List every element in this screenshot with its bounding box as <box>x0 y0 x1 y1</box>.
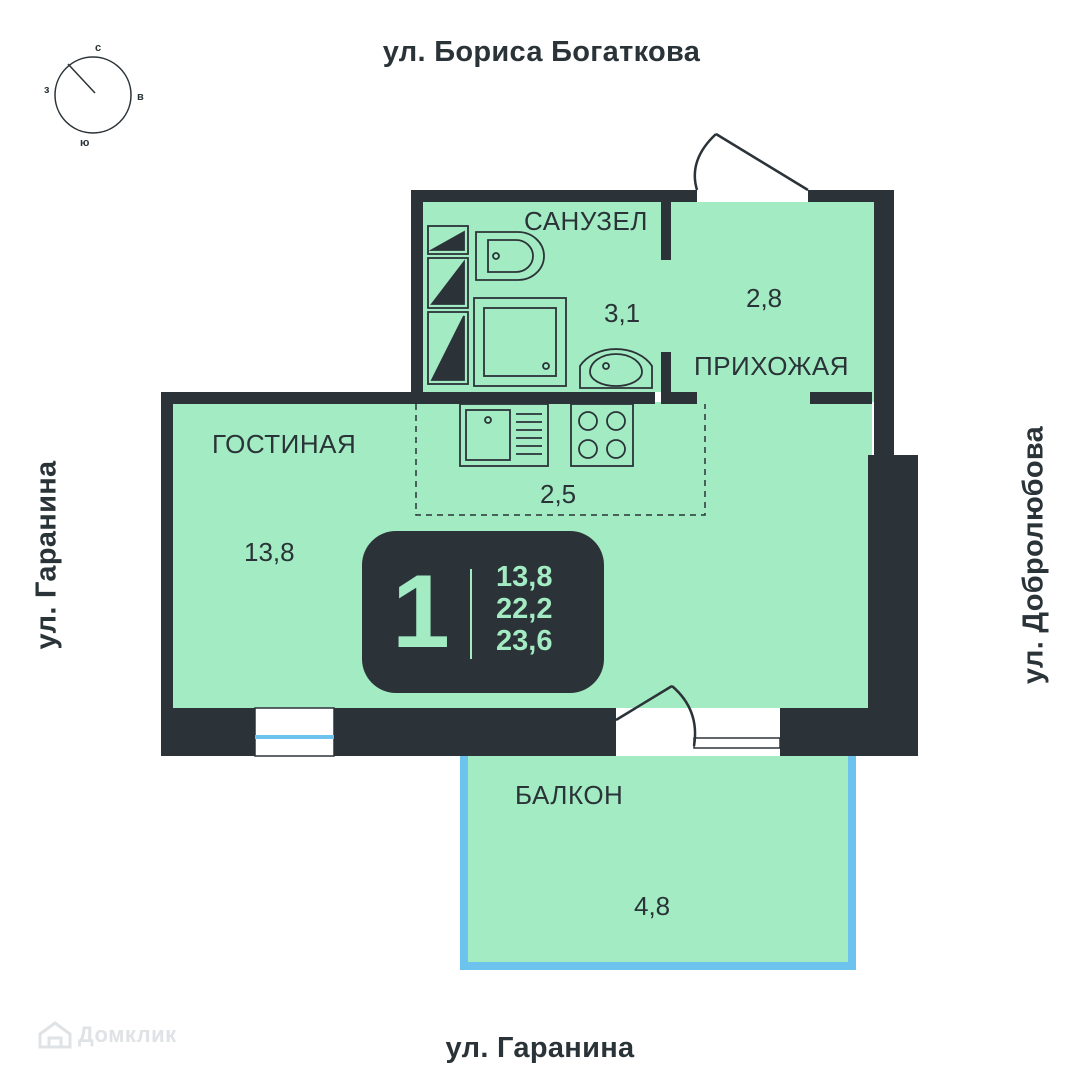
stove-icon <box>570 403 634 467</box>
shower-icon <box>473 297 567 387</box>
kitchen-sink-icon <box>459 403 549 467</box>
street-top: ул. Бориса Богаткова <box>382 36 701 68</box>
balcony-door-icon <box>615 684 697 747</box>
room-area-living: 13,8 <box>244 537 295 567</box>
room-area-hallway: 2,8 <box>746 283 783 313</box>
compass-east: в <box>137 91 144 103</box>
window <box>254 707 335 757</box>
washbasin-icon <box>579 348 653 389</box>
balcony-rail <box>460 756 856 970</box>
compass-west: з <box>44 84 50 96</box>
bathroom-shelves-icon <box>427 225 469 385</box>
room-area-balcony: 4,8 <box>634 891 671 921</box>
street-left: ул. Гаранина <box>30 460 63 650</box>
badge-room-count: 1 <box>392 554 450 670</box>
room-label-living: ГОСТИНАЯ <box>212 429 357 459</box>
street-bottom: ул. Гаранина <box>445 1032 635 1064</box>
entrance-door-icon <box>693 132 809 192</box>
floor-hallway <box>669 202 875 402</box>
room-area-bathroom: 3,1 <box>604 298 641 328</box>
compass-north: с <box>95 42 102 54</box>
compass-icon <box>54 56 132 134</box>
room-label-bathroom: САНУЗЕЛ <box>524 206 648 236</box>
room-label-hallway: ПРИХОЖАЯ <box>694 351 849 381</box>
street-right: ул. Добролюбова <box>1017 425 1050 685</box>
domclick-logo-icon <box>38 1021 72 1049</box>
apartment-summary-badge: 1 13,8 22,2 23,6 <box>362 531 604 693</box>
badge-total-with-balcony: 23,6 <box>496 625 553 657</box>
toilet-icon <box>475 231 545 281</box>
room-label-balcony: БАЛКОН <box>515 780 624 810</box>
badge-divider <box>470 569 472 659</box>
badge-living-area: 13,8 <box>496 561 553 593</box>
watermark-text: Домклик <box>78 1022 177 1047</box>
room-area-kitchen: 2,5 <box>540 479 577 509</box>
balcony-door-sill <box>693 737 781 749</box>
kitchen-zone-outline <box>415 404 706 516</box>
floor-balcony <box>468 756 848 962</box>
walls <box>161 190 918 756</box>
badge-total-area: 22,2 <box>496 593 553 625</box>
compass-south: ю <box>80 137 90 149</box>
